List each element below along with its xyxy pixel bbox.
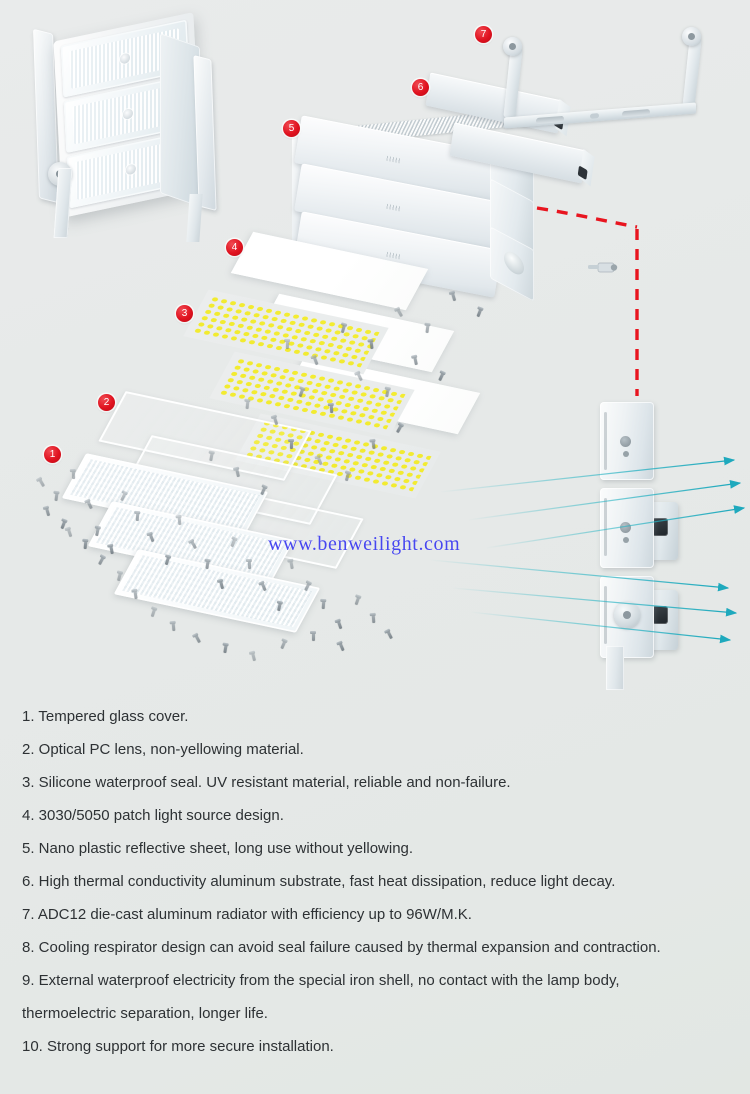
screw-icon	[289, 559, 294, 570]
block-edge	[604, 586, 607, 644]
screw-icon	[83, 539, 88, 550]
side-block-middle	[600, 488, 654, 568]
spec-line-1: 1. Tempered glass cover.	[22, 708, 189, 725]
block-edge	[604, 412, 607, 470]
spec-line-2: 2. Optical PC lens, non-yellowing materi…	[22, 741, 304, 758]
callout-badge-6: 6	[412, 79, 429, 96]
feature-spec-list: 1. Tempered glass cover. 2. Optical PC le…	[0, 700, 750, 1063]
screw-icon	[386, 629, 393, 640]
tilt-lock-knob-icon	[614, 602, 640, 628]
vent-hole-small-icon	[623, 537, 629, 543]
spec-line-3: 3. Silicone waterproof seal. UV resistan…	[22, 774, 511, 791]
bracket-arm-right	[682, 37, 702, 109]
screw-icon	[171, 621, 176, 632]
screw-icon	[177, 515, 182, 526]
callout-badge-4: 4	[226, 239, 243, 256]
screw-icon	[235, 467, 240, 478]
screw-icon	[54, 491, 59, 502]
screw-icon	[109, 544, 114, 555]
spec-line-11: 10. Strong support for more secure insta…	[22, 1038, 334, 1055]
screw-icon	[371, 613, 376, 624]
screw-icon	[71, 469, 76, 480]
screw-icon	[438, 371, 445, 382]
spec-line-5: 5. Nano plastic reflective sheet, long u…	[22, 840, 414, 857]
waterproof-driver-side-view	[578, 396, 698, 690]
bracket-arm-left	[503, 47, 523, 119]
screw-icon	[354, 595, 361, 606]
screw-icon	[369, 339, 374, 350]
callout-badge-5: 5	[283, 120, 300, 137]
red-dashed-connector	[536, 206, 639, 396]
screw-icon	[476, 307, 483, 318]
screw-icon	[329, 403, 334, 414]
screw-icon	[44, 506, 51, 517]
bracket-slot-2	[622, 108, 650, 117]
cable-port-icon	[652, 606, 668, 624]
screw-icon	[413, 355, 418, 366]
screw-icon	[285, 339, 290, 350]
screw-icon	[250, 651, 257, 662]
screw-icon	[371, 439, 376, 450]
side-mount-pole	[606, 646, 624, 690]
mount-pole-right	[186, 194, 203, 242]
screw-icon	[66, 527, 73, 538]
side-block-top	[600, 402, 654, 480]
vent-hole-small-icon	[623, 451, 629, 457]
spec-line-6: 6. High thermal conductivity aluminum su…	[22, 873, 616, 890]
callout-badge-2: 2	[98, 394, 115, 411]
assembled-product-photo	[10, 12, 245, 242]
spec-line-10: thermoelectric separation, longer life.	[22, 1005, 268, 1022]
bracket-center-hole	[590, 113, 599, 119]
bracket-pivot-right-icon	[682, 27, 701, 46]
bracket-cross-bar	[504, 102, 696, 129]
screw-icon	[98, 555, 105, 566]
cable-port-icon	[652, 518, 668, 536]
spec-line-9: 9. External waterproof electricity from …	[22, 972, 620, 989]
spec-line-8: 8. Cooling respirator design can avoid s…	[22, 939, 661, 956]
spec-line-4: 4. 3030/5050 patch light source design.	[22, 807, 284, 824]
screw-icon	[135, 511, 140, 522]
screw-icon	[194, 633, 201, 644]
loose-bolt-part	[588, 262, 618, 273]
vent-hole-large-icon	[620, 522, 631, 533]
screw-icon	[336, 619, 343, 630]
spec-line-7: 7. ADC12 die-cast aluminum radiator with…	[22, 906, 472, 923]
site-watermark: www.benweilight.com	[268, 533, 461, 555]
bracket-pivot-left-icon	[503, 37, 522, 56]
screw-icon	[338, 641, 345, 652]
callout-badge-3: 3	[176, 305, 193, 322]
screw-icon	[280, 639, 287, 650]
led-chip-array	[191, 295, 381, 369]
screw-icon	[245, 399, 250, 410]
screw-icon	[150, 607, 157, 618]
block-edge	[604, 498, 607, 556]
screw-icon	[247, 559, 252, 570]
screw-icon	[289, 439, 294, 450]
callout-badge-7: 7	[475, 26, 492, 43]
exploded-diagram: 1 2 3 4 5 6 7 www.benweilight.com	[0, 0, 750, 700]
u-shaped-mounting-bracket	[490, 27, 705, 164]
bracket-slot-1	[536, 115, 564, 124]
screw-icon	[396, 423, 403, 434]
screw-icon	[37, 477, 46, 488]
screw-icon	[310, 631, 317, 641]
screw-icon	[223, 643, 228, 654]
callout-badge-1: 1	[44, 446, 61, 463]
screw-icon	[321, 599, 326, 610]
screw-icon	[133, 589, 138, 600]
vent-hole-large-icon	[620, 436, 631, 447]
